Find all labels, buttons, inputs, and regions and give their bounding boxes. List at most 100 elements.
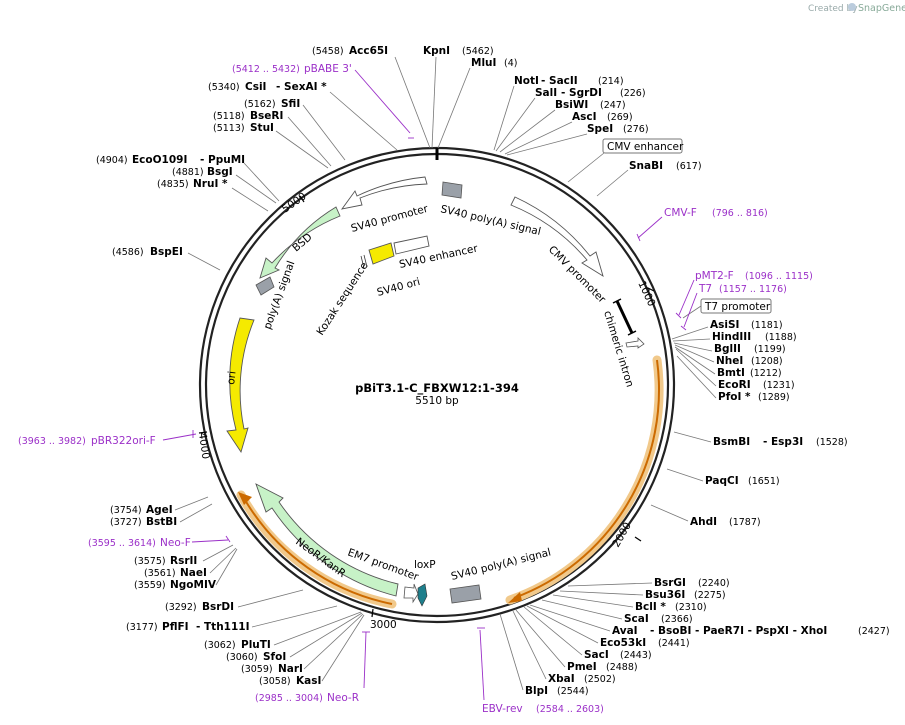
sv40-polya-bottom-box[interactable] <box>449 584 482 604</box>
site-kasi[interactable]: (3058) KasI <box>259 614 365 687</box>
cmv-promoter-feature[interactable] <box>510 196 604 277</box>
site-bseri[interactable]: (5118) BseRI <box>213 110 332 167</box>
site-stui[interactable]: (5113) StuI <box>213 122 329 169</box>
site-bsu36i[interactable]: Bsu36I (2275) <box>559 589 726 601</box>
site-sfoi[interactable]: (3060) SfoI <box>226 612 363 663</box>
site-mlui[interactable]: MluI (4) <box>437 57 517 149</box>
site-eco53ki[interactable]: Eco53kI (2441) <box>526 605 690 649</box>
neo-kanr-feature[interactable] <box>255 483 399 597</box>
loxp-label: loxP <box>414 559 436 571</box>
site-bspei[interactable]: (4586) BspEI <box>112 246 221 271</box>
site-pflfi[interactable]: (3177) PflFI - Tth111I <box>126 605 338 633</box>
svg-text:AgeI: AgeI <box>146 504 173 516</box>
svg-text:(1289): (1289) <box>758 392 790 403</box>
svg-text:(2584 .. 2603): (2584 .. 2603) <box>536 704 604 715</box>
svg-text:(3060): (3060) <box>226 652 258 663</box>
svg-text:AscI: AscI <box>572 111 597 123</box>
svg-text:NruI *: NruI * <box>193 178 228 190</box>
kozak-label: Kozak sequence <box>314 260 370 338</box>
site-acc65i[interactable]: (5458) Acc65I <box>312 45 431 149</box>
site-spei[interactable]: SpeI (276) <box>506 123 649 156</box>
site-xbai[interactable]: XbaI (2502) <box>512 610 616 685</box>
sv40-enhancer-feature[interactable] <box>393 235 430 255</box>
svg-text:(3575): (3575) <box>134 556 166 567</box>
primer-pmt2f[interactable]: pMT2-F (1096 .. 1115) <box>675 270 813 319</box>
primer-t7[interactable]: T7 (1157 .. 1176) <box>680 283 787 331</box>
site-snabi[interactable]: SnaBI (617) <box>596 160 702 197</box>
site-bcli[interactable]: BclI * (2310) <box>552 594 707 613</box>
site-eco109i[interactable]: (4904) EcoO109I - PpuMI <box>96 154 280 202</box>
polya-signal-box[interactable] <box>255 276 275 296</box>
site-naei[interactable]: (3561) NaeI <box>144 547 237 579</box>
primer-cmvf[interactable]: CMV-F (796 .. 816) <box>636 207 768 242</box>
site-pluti[interactable]: (3062) PluTI <box>204 611 362 651</box>
site-agei[interactable]: (3754) AgeI <box>110 496 209 516</box>
site-nhei[interactable]: NheI (1208) <box>674 344 783 367</box>
site-bsrgi[interactable]: BsrGI (2240) <box>567 577 730 589</box>
site-noti[interactable]: NotI - SacII (214) <box>493 75 624 151</box>
svg-text:ScaI: ScaI <box>624 613 649 625</box>
svg-text:(2985 .. 3004): (2985 .. 3004) <box>255 693 323 704</box>
bsd-feature[interactable] <box>259 206 341 279</box>
chimeric-intron-cap-bottom <box>627 330 637 336</box>
tick-1000 <box>647 287 655 292</box>
svg-text:T7: T7 <box>698 283 712 295</box>
svg-text:(1651): (1651) <box>748 476 780 487</box>
ori-feature[interactable] <box>226 317 255 454</box>
primer-neof[interactable]: (3595 .. 3614) Neo-F <box>88 535 231 549</box>
primer-ebvrev[interactable]: EBV-rev (2584 .. 2603) <box>477 627 604 715</box>
primer-pbabe3[interactable]: (5412 .. 5432) pBABE 3' <box>232 63 414 139</box>
site-nrui[interactable]: (4835) NruI * <box>157 178 269 212</box>
site-kpni[interactable]: KpnI (5462) <box>423 45 494 149</box>
site-asisi[interactable]: AsiSI (1181) <box>671 319 783 340</box>
chimeric-intron-bar[interactable] <box>615 300 634 334</box>
site-rsrii[interactable]: (3575) RsrII <box>134 544 234 567</box>
site-bsgi[interactable]: (4881) BsgI <box>172 166 277 204</box>
svg-text:- Tth111I: - Tth111I <box>196 621 250 633</box>
t7-promoter-leader <box>682 305 702 319</box>
svg-text:(1528): (1528) <box>816 437 848 448</box>
site-bstbi[interactable]: (3727) BstBI <box>110 503 213 528</box>
site-saci[interactable]: SacI (2443) <box>523 606 652 661</box>
site-hindiii[interactable]: HindIII (1188) <box>672 331 797 343</box>
site-sfii[interactable]: (5162) SfiI <box>244 98 346 161</box>
neo-arc[interactable] <box>244 499 393 605</box>
site-pmei[interactable]: PmeI (2488) <box>515 609 638 673</box>
site-nari[interactable]: (3059) NarI <box>241 613 364 675</box>
loxp-feature[interactable] <box>417 583 428 607</box>
site-ahdi[interactable]: AhdI (1787) <box>650 504 761 528</box>
sv40-promoter-top-feature[interactable] <box>340 176 428 210</box>
site-asci[interactable]: AscI (269) <box>504 111 633 155</box>
svg-text:(5462): (5462) <box>462 46 494 57</box>
site-sali[interactable]: SalI - SgrDI (226) <box>495 87 646 152</box>
site-ngomiv[interactable]: (3559) NgoMIV <box>134 548 238 591</box>
site-scai[interactable]: ScaI (2366) <box>541 599 693 625</box>
svg-text:(1157 .. 1176): (1157 .. 1176) <box>719 284 787 295</box>
svg-text:(269): (269) <box>607 112 633 123</box>
site-bsrdi[interactable]: (3292) BsrDI <box>165 589 304 613</box>
primer-pbr322orif[interactable]: (3963 .. 3982) pBR322ori-F <box>18 430 197 447</box>
site-avai[interactable]: AvaI - BsoBI - PaeR7I - PspXI - XhoI (24… <box>529 604 890 637</box>
sv40-ori-feature[interactable] <box>368 242 395 265</box>
site-bsiwi[interactable]: BsiWI (247) <box>499 99 626 153</box>
site-bsmbi[interactable]: BsmBI - Esp3I (1528) <box>673 431 848 448</box>
insert-arc-right[interactable] <box>513 359 660 599</box>
site-paqci[interactable]: PaqCI (1651) <box>666 468 780 487</box>
em7-arrow[interactable] <box>403 583 419 604</box>
tick-label-5000: 5000 <box>280 190 309 215</box>
sv40-promoter-top-label: SV40 promoter <box>350 203 430 235</box>
svg-text:BclI *: BclI * <box>635 601 666 613</box>
sv40-polya-top-box[interactable] <box>441 181 463 199</box>
svg-text:(1212): (1212) <box>750 368 782 379</box>
site-bmti[interactable]: BmtI (1212) <box>674 346 782 379</box>
cmv-enhancer-box[interactable] <box>602 138 683 154</box>
svg-text:(5113): (5113) <box>213 123 245 134</box>
site-bglii[interactable]: BglII (1199) <box>673 342 786 355</box>
primer-neor[interactable]: (2985 .. 3004) Neo-R <box>255 631 370 704</box>
site-blpi[interactable]: BlpI (2544) <box>499 613 589 697</box>
site-csii[interactable]: (5340) CsiI - SexAI * <box>208 81 398 151</box>
svg-text:BglII: BglII <box>714 343 741 355</box>
site-pfoi[interactable]: PfoI * (1289) <box>676 355 790 403</box>
kozak-small-arrow[interactable] <box>625 337 645 349</box>
site-ecori[interactable]: EcoRI (1231) <box>675 348 795 391</box>
